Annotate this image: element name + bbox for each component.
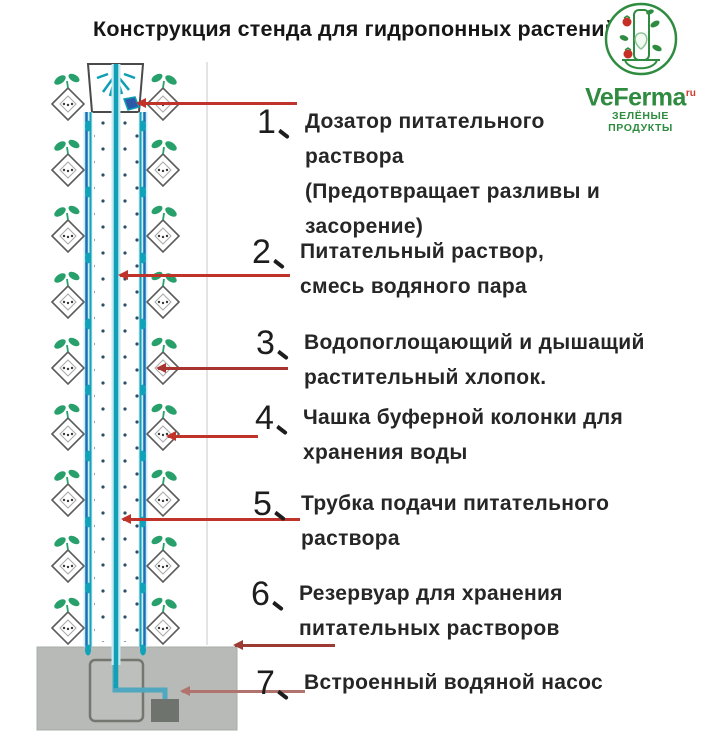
brand-name: VeFermaru <box>585 83 696 112</box>
pointer-arrow-2 <box>118 270 290 280</box>
ideographic-comma <box>277 128 290 140</box>
legend-item-3: 3 Водопоглощающий и дышащий растительный… <box>256 325 645 395</box>
water-pump <box>151 699 179 722</box>
item-number: 4 <box>255 400 295 436</box>
legend-item-1: 1 Дозатор питательного раствора (Предотв… <box>257 104 600 244</box>
item-number: 1 <box>257 104 297 140</box>
ideographic-comma <box>273 510 286 522</box>
tower-column <box>83 112 148 647</box>
item-number: 7 <box>256 665 296 701</box>
brand-tld: ru <box>685 88 696 99</box>
pointer-arrow-3 <box>156 363 288 373</box>
legend-item-7: 7 Встроенный водяной насос <box>256 665 603 701</box>
strawberry-icon <box>622 17 632 27</box>
pointer-arrow-1 <box>136 98 297 108</box>
ideographic-comma <box>276 689 289 701</box>
page-title: Конструкция стенда для гидропонных расте… <box>93 17 619 41</box>
ideographic-comma <box>272 258 285 270</box>
item-text: Резервуар для хранения питательных раств… <box>299 582 563 640</box>
item-text: Встроенный водяной насос <box>304 671 604 694</box>
item-text: Трубка подачи питательного раствора <box>301 492 610 550</box>
pointer-arrow-6 <box>233 640 335 650</box>
legend-item-5: 5 Трубка подачи питательного раствора <box>253 486 609 556</box>
legend-item-6: 6 Резервуар для хранения питательных рас… <box>251 576 563 646</box>
item-number: 2 <box>252 234 292 270</box>
logo-planter <box>622 59 660 70</box>
strawberry-icon <box>623 49 633 59</box>
ideographic-comma <box>271 600 284 612</box>
ideographic-comma <box>275 424 288 436</box>
brand-tagline: ЗЕЛЁНЫЕ ПРОДУКТЫ <box>608 110 673 135</box>
pointer-arrow-7 <box>180 686 305 696</box>
strawberry-outline-icon <box>634 32 648 50</box>
item-text: Дозатор питательного раствора (Предотвра… <box>305 110 601 238</box>
item-text: Водопоглощающий и дышащий растительный х… <box>304 331 645 389</box>
item-number: 5 <box>253 486 293 522</box>
pointer-arrow-4 <box>166 431 258 441</box>
veferma-logo: VeFermaru ЗЕЛЁНЫЕ ПРОДУКТЫ <box>580 0 701 134</box>
item-text: Питательный раствор, смесь водяного пара <box>300 240 545 298</box>
item-text: Чашка буферной колонки для хранения воды <box>303 406 624 464</box>
legend-item-4: 4 Чашка буферной колонки для хранения во… <box>255 400 623 470</box>
legend-item-2: 2 Питательный раствор, смесь водяного па… <box>252 234 544 304</box>
item-number: 6 <box>251 576 291 612</box>
ideographic-comma <box>276 349 289 361</box>
item-number: 3 <box>256 325 296 361</box>
pointer-arrow-5 <box>121 514 300 524</box>
veferma-logo-mark <box>604 2 678 76</box>
